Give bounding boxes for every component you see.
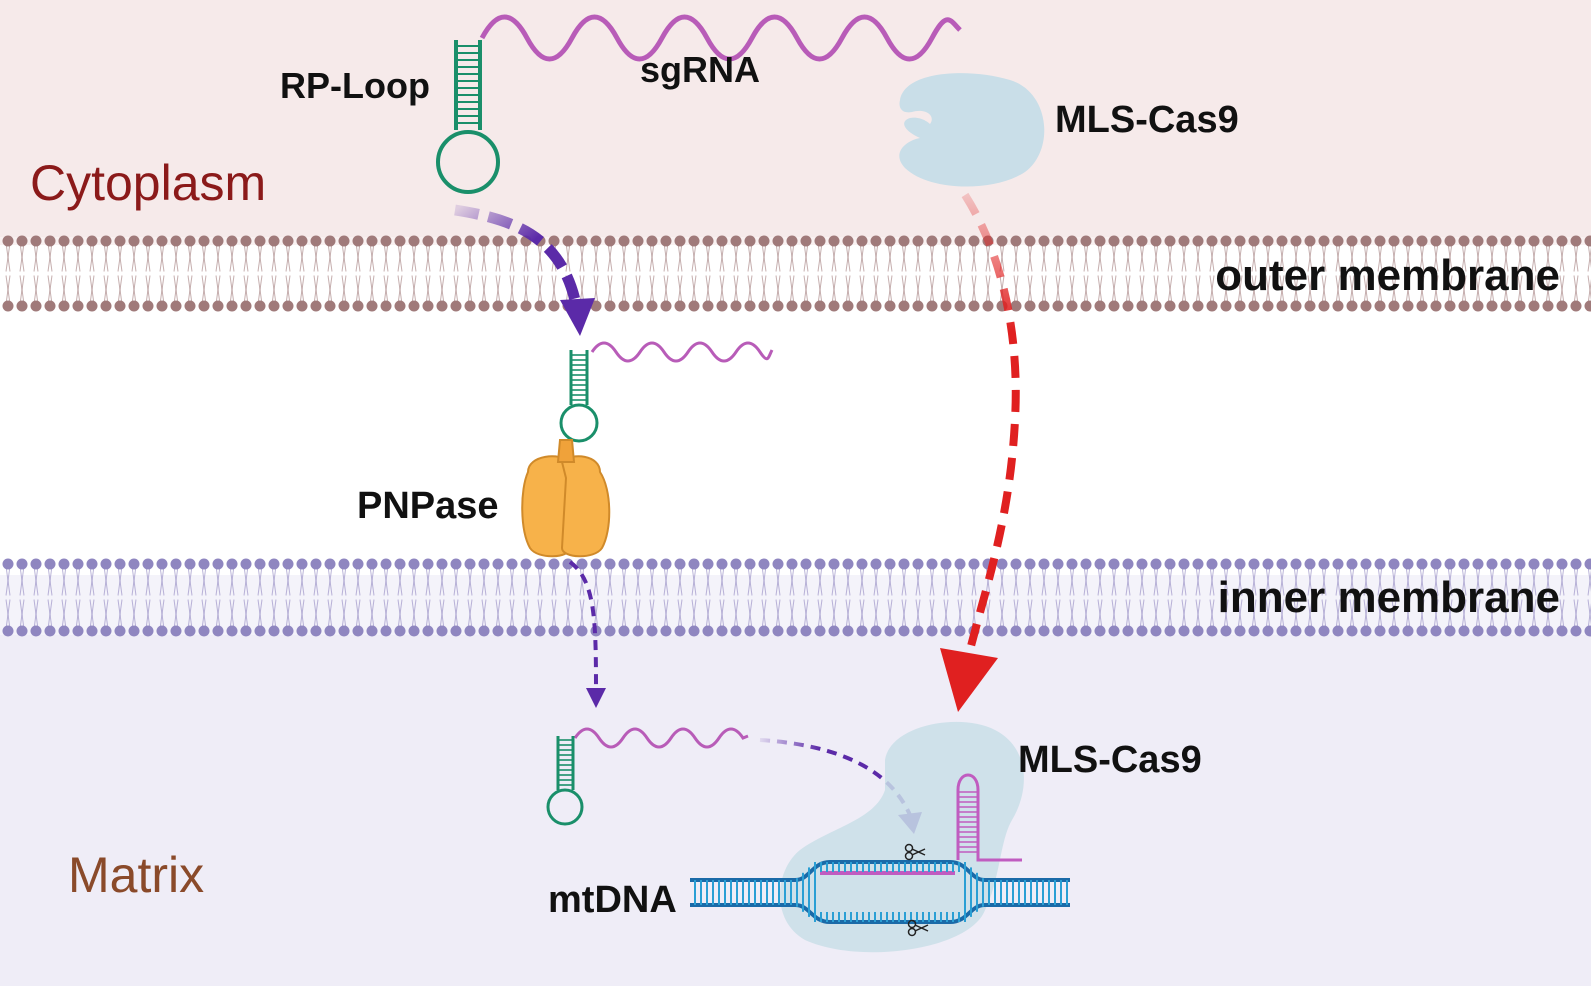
cytoplasm-label: Cytoplasm	[30, 155, 266, 211]
rp-loop-circle-bottom	[546, 788, 584, 826]
sgrna-import-arrow-inner	[568, 560, 598, 691]
rp-loop-circle-top	[436, 130, 500, 194]
mls-cas9-label-top: MLS-Cas9	[1055, 99, 1239, 141]
outer-membrane-label: outer membrane	[1215, 251, 1560, 300]
sgrna-strand-top	[479, 14, 962, 62]
pnpase-protein	[521, 439, 611, 558]
sgrna-strand-mid	[590, 341, 774, 363]
inner-membrane	[0, 558, 1591, 637]
sgrna-in-complex	[820, 773, 1022, 875]
mls-cas9-protein-bottom	[780, 721, 1024, 953]
inner-membrane-label: inner membrane	[1218, 573, 1560, 622]
sgrna-strand-bottom	[573, 727, 749, 749]
rp-loop-stem-top	[436, 40, 500, 194]
matrix-label: Matrix	[68, 847, 204, 903]
sgrna-label: sgRNA	[640, 49, 760, 90]
rp-loop-sgrna-intermembrane	[559, 341, 774, 443]
mls-cas9-label-bottom: MLS-Cas9	[1018, 739, 1202, 781]
mtdna-helix	[690, 860, 1070, 924]
pnpase-label: PNPase	[357, 485, 499, 527]
rp-loop-sgrna-cytoplasm	[436, 14, 962, 194]
rp-loop-circle-mid	[559, 403, 599, 443]
cas9-import-arrowhead	[940, 648, 998, 712]
rp-loop-sgrna-matrix	[546, 727, 749, 826]
mtdna-label: mtDNA	[548, 879, 677, 921]
rp-loop-label: RP-Loop	[280, 65, 430, 106]
outer-membrane	[0, 235, 1591, 312]
scissors-icon-top	[904, 843, 926, 861]
sgrna-import-arrow-outer	[454, 204, 581, 302]
sgrna-import-arrowhead-inner	[586, 688, 606, 708]
sgrna-import-arrowhead-outer	[560, 298, 595, 336]
mls-cas9-protein-top	[899, 73, 1045, 187]
scissors-icon-bottom	[907, 919, 929, 937]
cytoplasm-region	[0, 0, 1591, 245]
